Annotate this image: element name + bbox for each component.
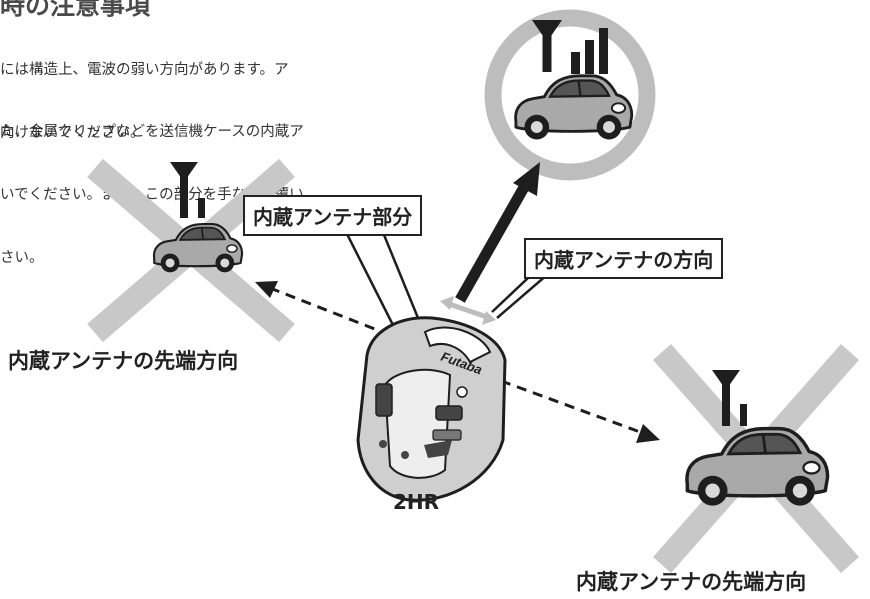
transmitter-icon: Futaba: [356, 316, 507, 502]
antenna-double-arrow: [440, 296, 496, 325]
section-heading: 時の注意事項: [0, 0, 151, 20]
signal-ok-ring: [484, 9, 656, 181]
car-icon-right: [685, 426, 830, 508]
paragraph-2-line-1: た、金属クリップなどを送信機ケースの内蔵ア: [0, 124, 304, 140]
signal-weak-icon-right: [712, 370, 747, 426]
tip-direction-caption-left: 内蔵アンテナの先端方向: [8, 349, 239, 373]
signal-strong-icon: [532, 20, 608, 74]
tip-direction-caption-right: 内蔵アンテナの先端方向: [576, 570, 807, 594]
antenna-direction-arrow: [455, 162, 540, 303]
paragraph-2: た、金属クリップなどを送信機ケースの内蔵ア いでください。また、この部分を手など…: [0, 80, 304, 290]
transmitter-model-label: 2HR: [393, 490, 440, 514]
dashed-arrow-left: [255, 281, 391, 337]
paragraph-2-line-3: さい。: [0, 250, 44, 266]
dashed-arrow-right: [484, 373, 660, 443]
signal-weak-icon-left: [170, 162, 205, 218]
car-icon-top: [514, 74, 634, 141]
paragraph-1: には構造上、電波の弱い方向があります。ア 向けないでください。: [0, 18, 289, 165]
antenna-part-label: 内蔵アンテナ部分: [243, 195, 423, 236]
paragraph-1-line-2: 向けないでください。: [0, 125, 145, 141]
paragraph-2-line-2: いでください。また、この部分を手などで覆い: [0, 187, 304, 203]
antenna-direction-label: 内蔵アンテナの方向: [524, 238, 724, 279]
paragraph-1-line-1: には構造上、電波の弱い方向があります。ア: [0, 62, 289, 78]
